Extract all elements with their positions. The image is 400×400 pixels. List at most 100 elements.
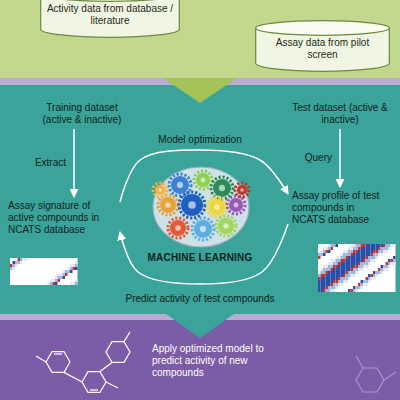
heatmap-cell xyxy=(341,265,344,268)
signature-text: Assay signature of active compounds in N… xyxy=(8,200,116,236)
heatmap-cell xyxy=(371,247,374,250)
gear-teeth xyxy=(207,197,227,217)
gear-body xyxy=(181,194,203,216)
heatmap-cell xyxy=(343,268,346,271)
heatmap-cell xyxy=(383,250,386,253)
heatmap-cell xyxy=(343,262,346,265)
heatmap-cell xyxy=(68,270,71,273)
heatmaps xyxy=(10,244,396,292)
heatmap-cell xyxy=(353,265,356,268)
heatmap-cell xyxy=(353,274,356,277)
heatmap-cell xyxy=(373,253,376,256)
heatmap-cell xyxy=(328,271,331,274)
heatmap-cell xyxy=(361,283,364,286)
gear xyxy=(216,216,236,236)
heatmap-cell xyxy=(331,277,334,280)
edge-label: Model optimization xyxy=(156,134,243,146)
heatmap-cell xyxy=(363,262,366,265)
heatmap-cell xyxy=(358,283,361,286)
heatmap-cell xyxy=(336,280,339,283)
heatmap-cell xyxy=(331,274,334,277)
heatmap-cell xyxy=(326,268,329,271)
heatmap-cell xyxy=(333,289,336,292)
heatmap-cell xyxy=(373,259,376,262)
heatmap-cell xyxy=(321,277,324,280)
heatmap-cell xyxy=(388,262,391,265)
heatmap-cell xyxy=(23,258,26,261)
heatmap-cell xyxy=(371,274,374,277)
heatmap-cell xyxy=(373,250,376,253)
gear-teeth xyxy=(216,216,236,236)
heatmap-cell xyxy=(70,282,73,285)
heatmap-cell xyxy=(358,253,361,256)
heatmap-cell xyxy=(326,289,329,292)
heatmap-cell xyxy=(353,271,356,274)
heatmap-cell xyxy=(331,265,334,268)
heatmap-cell xyxy=(358,250,361,253)
heatmap-cell xyxy=(361,253,364,256)
heatmap-cell xyxy=(326,286,329,289)
heatmap-cell xyxy=(60,273,63,276)
heatmap-cell xyxy=(341,253,344,256)
heatmap-cell xyxy=(20,258,23,261)
heatmap-cell xyxy=(366,262,369,265)
database-cylinder: Activity data from database / literature xyxy=(40,0,180,38)
heatmap-cell xyxy=(376,253,379,256)
heatmap-cell xyxy=(331,280,334,283)
heatmap-cell xyxy=(348,250,351,253)
heatmap-cell xyxy=(363,280,366,283)
heatmap-cell xyxy=(323,283,326,286)
heatmap-cell xyxy=(351,271,354,274)
flow-arrow xyxy=(73,129,75,197)
heatmap-cell xyxy=(393,259,396,262)
brain-outline xyxy=(153,167,249,247)
heatmap-cell xyxy=(341,277,344,280)
gear-teeth xyxy=(192,218,214,240)
heatmap-cell xyxy=(336,283,339,286)
heatmap-cell xyxy=(321,286,324,289)
gear-hub xyxy=(175,225,181,231)
heatmap-cell xyxy=(376,271,379,274)
heatmap-cell xyxy=(353,262,356,265)
heatmap-cell xyxy=(358,244,361,247)
heatmap-cell xyxy=(373,247,376,250)
heatmap-cell xyxy=(383,244,386,247)
heatmap-cell xyxy=(356,259,359,262)
heatmap-cell xyxy=(353,250,356,253)
bond xyxy=(384,372,396,380)
heatmap-cell xyxy=(318,286,321,289)
heatmap-cell xyxy=(323,268,326,271)
heatmap-cell xyxy=(383,265,386,268)
heatmap-cell xyxy=(341,280,344,283)
heatmap-cell xyxy=(341,256,344,259)
heatmap-cell xyxy=(343,265,346,268)
bond xyxy=(36,356,46,362)
heatmap-cell xyxy=(363,256,366,259)
database-cylinder: Assay data from pilot screen xyxy=(255,20,390,72)
ring xyxy=(106,342,130,363)
heatmap-cell xyxy=(368,277,371,280)
heatmap-cell xyxy=(381,247,384,250)
node-text: Assay signature of active compounds in N… xyxy=(8,200,116,236)
heatmap-cell xyxy=(353,286,356,289)
heatmap-cell xyxy=(358,259,361,262)
heatmap-cell xyxy=(318,274,321,277)
heatmap-cell xyxy=(336,259,339,262)
heatmap-cell xyxy=(326,265,329,268)
heatmap-cell xyxy=(58,273,61,276)
heatmap-cell xyxy=(356,256,359,259)
gear-teeth xyxy=(194,171,212,189)
heatmap-cell xyxy=(348,259,351,262)
heatmap-cell xyxy=(321,250,324,253)
chemical-structure xyxy=(36,332,396,392)
heatmap-cell xyxy=(25,258,28,261)
gear-body xyxy=(196,173,210,187)
heatmap-cell xyxy=(346,253,349,256)
gear-body xyxy=(213,179,231,197)
heatmap-cell xyxy=(368,259,371,262)
heatmap-cell xyxy=(336,271,339,274)
gear-body xyxy=(237,185,247,195)
bond xyxy=(54,353,62,354)
heatmap-cell xyxy=(378,244,381,247)
heatmap-cell xyxy=(331,271,334,274)
